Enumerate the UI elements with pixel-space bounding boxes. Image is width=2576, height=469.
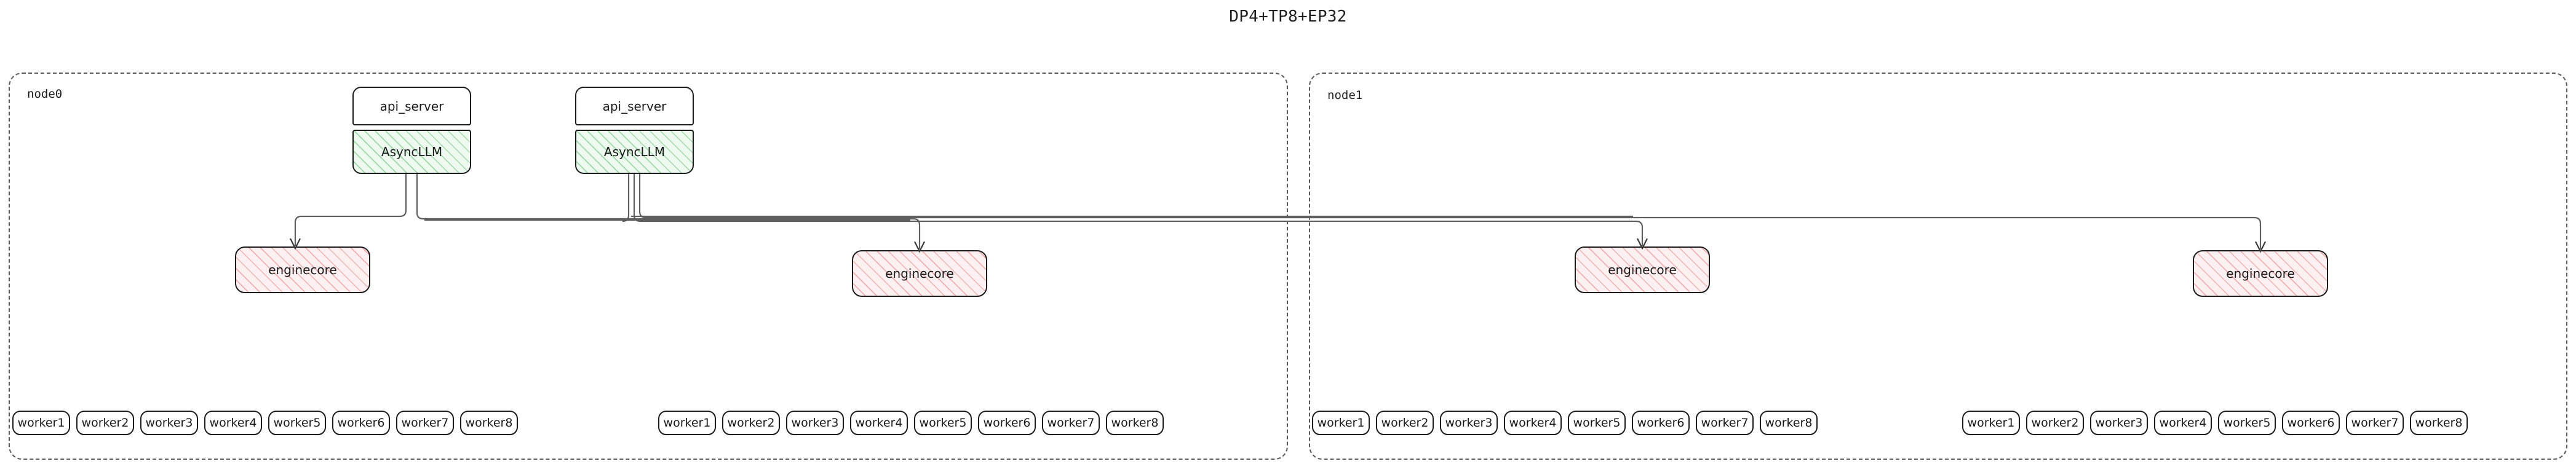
worker-box[interactable]: worker3 <box>786 411 844 435</box>
worker-label: worker5 <box>273 416 321 430</box>
worker-box[interactable]: worker1 <box>12 411 70 435</box>
worker-box[interactable]: worker4 <box>850 411 908 435</box>
worker-box[interactable]: worker7 <box>396 411 454 435</box>
worker-box[interactable]: worker1 <box>658 411 716 435</box>
worker-box[interactable]: worker4 <box>2154 411 2212 435</box>
worker-label: worker2 <box>727 416 775 430</box>
worker-label: worker3 <box>1445 416 1493 430</box>
worker-label: worker4 <box>1509 416 1557 430</box>
worker-label: worker2 <box>81 416 129 430</box>
worker-label: worker7 <box>401 416 449 430</box>
worker-box[interactable]: worker6 <box>2282 411 2340 435</box>
cluster-label-node1: node1 <box>1327 89 1363 102</box>
worker-box[interactable]: worker7 <box>1042 411 1100 435</box>
worker-box[interactable]: worker2 <box>76 411 134 435</box>
worker-box[interactable]: worker5 <box>2218 411 2276 435</box>
worker-label: worker8 <box>1111 416 1159 430</box>
page-title: DP4+TP8+EP32 <box>1229 7 1347 26</box>
worker-label: worker7 <box>2351 416 2399 430</box>
worker-label: worker3 <box>2095 416 2143 430</box>
enginecore-label: enginecore <box>2226 266 2295 281</box>
worker-label: worker7 <box>1047 416 1095 430</box>
worker-box[interactable]: worker8 <box>2410 411 2468 435</box>
worker-label: worker8 <box>2415 416 2463 430</box>
enginecore-label: enginecore <box>268 262 337 277</box>
worker-box[interactable]: worker6 <box>1632 411 1690 435</box>
worker-label: worker8 <box>465 416 513 430</box>
enginecore-box[interactable]: enginecore <box>235 246 370 293</box>
worker-label: worker2 <box>1381 416 1429 430</box>
worker-label: worker4 <box>2159 416 2207 430</box>
worker-label: worker5 <box>1573 416 1621 430</box>
worker-label: worker4 <box>209 416 257 430</box>
worker-label: worker6 <box>337 416 385 430</box>
worker-label: worker3 <box>145 416 193 430</box>
worker-label: worker1 <box>17 416 65 430</box>
worker-box[interactable]: worker8 <box>1760 411 1818 435</box>
worker-box[interactable]: worker6 <box>978 411 1036 435</box>
worker-label: worker6 <box>2287 416 2335 430</box>
worker-label: worker1 <box>1317 416 1365 430</box>
api-server-box[interactable]: api_server <box>352 87 471 125</box>
cluster-node1 <box>1309 73 2567 460</box>
enginecore-box[interactable]: enginecore <box>1575 246 1710 293</box>
worker-label: worker6 <box>983 416 1031 430</box>
worker-box[interactable]: worker2 <box>2026 411 2084 435</box>
worker-label: worker5 <box>919 416 967 430</box>
worker-box[interactable]: worker2 <box>1376 411 1434 435</box>
cluster-node0 <box>9 73 1288 460</box>
api-server-label: api_server <box>602 98 667 114</box>
enginecore-box[interactable]: enginecore <box>2193 250 2328 297</box>
worker-box[interactable]: worker4 <box>204 411 262 435</box>
worker-label: worker3 <box>791 416 839 430</box>
api-server-box[interactable]: api_server <box>575 87 694 125</box>
worker-label: worker1 <box>1967 416 2015 430</box>
enginecore-label: enginecore <box>1608 262 1677 277</box>
api-server-label: api_server <box>380 98 444 114</box>
worker-box[interactable]: worker4 <box>1504 411 1562 435</box>
worker-label: worker4 <box>855 416 903 430</box>
worker-box[interactable]: worker5 <box>1568 411 1626 435</box>
worker-label: worker5 <box>2223 416 2271 430</box>
worker-box[interactable]: worker1 <box>1962 411 2020 435</box>
worker-box[interactable]: worker3 <box>140 411 198 435</box>
worker-box[interactable]: worker3 <box>1440 411 1498 435</box>
worker-label: worker8 <box>1765 416 1813 430</box>
worker-box[interactable]: worker3 <box>2090 411 2148 435</box>
worker-box[interactable]: worker5 <box>914 411 972 435</box>
worker-label: worker6 <box>1637 416 1685 430</box>
worker-label: worker2 <box>2031 416 2079 430</box>
worker-box[interactable]: worker8 <box>460 411 518 435</box>
async-llm-label: AsyncLLM <box>381 144 443 159</box>
worker-box[interactable]: worker1 <box>1312 411 1370 435</box>
enginecore-label: enginecore <box>885 266 954 281</box>
worker-box[interactable]: worker7 <box>2346 411 2404 435</box>
worker-label: worker7 <box>1701 416 1749 430</box>
cluster-label-node0: node0 <box>27 87 63 101</box>
worker-box[interactable]: worker8 <box>1106 411 1164 435</box>
async-llm-label: AsyncLLM <box>603 144 666 159</box>
async-llm-box[interactable]: AsyncLLM <box>352 130 471 174</box>
worker-box[interactable]: worker2 <box>722 411 780 435</box>
worker-label: worker1 <box>663 416 711 430</box>
worker-box[interactable]: worker6 <box>332 411 390 435</box>
worker-box[interactable]: worker7 <box>1696 411 1754 435</box>
enginecore-box[interactable]: enginecore <box>852 250 987 297</box>
worker-box[interactable]: worker5 <box>268 411 326 435</box>
async-llm-box[interactable]: AsyncLLM <box>575 130 694 174</box>
